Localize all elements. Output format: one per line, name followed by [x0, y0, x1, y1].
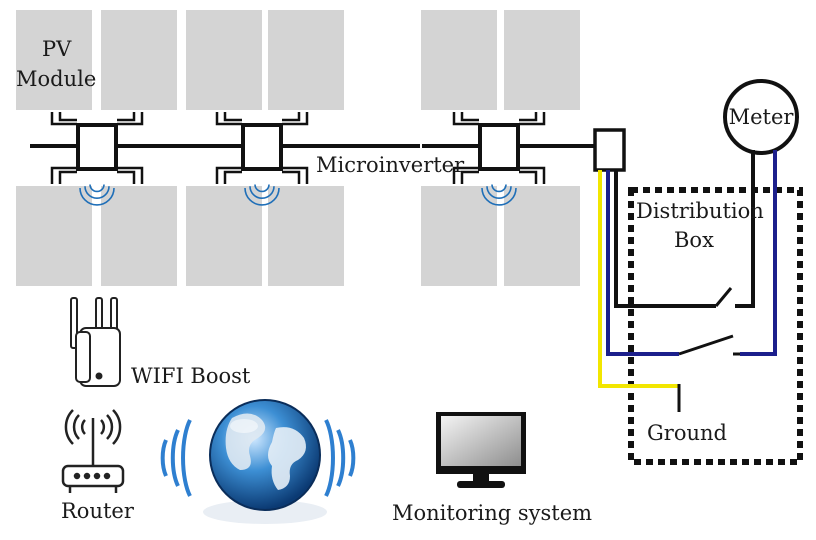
pv-panel — [504, 10, 580, 110]
microinverter-box — [241, 123, 283, 171]
pv-module-label-line2: Module — [16, 67, 96, 91]
pv-panel — [186, 186, 262, 286]
wifi-booster-icon — [70, 297, 121, 387]
microinverter — [50, 112, 144, 206]
pv-panel — [16, 186, 92, 286]
monitoring-system-label: Monitoring system — [392, 501, 592, 525]
distribution-wiring — [598, 150, 777, 412]
connector-wire — [58, 112, 77, 122]
connector-wire — [282, 166, 309, 184]
connector-wire — [117, 112, 144, 126]
wifi-wave-icon — [481, 187, 517, 206]
meter-label: Meter — [729, 105, 795, 129]
pv-panel — [101, 10, 177, 110]
pv-module-label-line1: PV — [42, 37, 72, 61]
pv-panel — [268, 186, 344, 286]
wifi-wave-icon — [84, 186, 110, 199]
wifi-wave-icon — [486, 186, 512, 199]
monitor-icon — [436, 412, 526, 488]
pv-panel — [101, 186, 177, 286]
meter: Meter — [723, 79, 799, 155]
pv-panel — [268, 10, 344, 110]
globe-icon — [203, 399, 327, 524]
connector-wire — [282, 170, 301, 184]
pv-panel — [421, 186, 497, 286]
connector-wire — [223, 170, 242, 184]
connector-wire — [58, 170, 77, 184]
connector-wire — [117, 170, 136, 184]
microinverter — [452, 112, 546, 206]
ground-label: Ground — [647, 421, 727, 445]
pv-panel — [186, 10, 262, 110]
connector-wire — [282, 112, 301, 122]
microinverter-box — [478, 123, 520, 171]
distribution-box-label-line1: Distribution — [636, 199, 764, 223]
connector-wire — [282, 112, 309, 126]
connector-wire — [519, 112, 538, 122]
microinverter-box — [76, 123, 118, 171]
wifi-wave-icon — [249, 186, 275, 199]
connector-wire — [215, 166, 242, 184]
connector-wire — [460, 112, 479, 122]
connector-wire — [117, 166, 144, 184]
pv-panel-array — [16, 10, 580, 286]
microinverter — [215, 112, 309, 206]
router-icon — [61, 409, 125, 493]
wifi-wave-icon — [244, 187, 280, 206]
pv-panel — [16, 10, 92, 110]
connector-wire — [215, 112, 242, 126]
connector-wire — [223, 112, 242, 122]
distribution-box-label-line2: Box — [674, 228, 714, 252]
connector-wire — [519, 166, 546, 184]
pv-panel — [421, 10, 497, 110]
connector-wire — [460, 170, 479, 184]
connector-wire — [50, 166, 77, 184]
microinverter-label: Microinverter — [316, 153, 465, 177]
connector-wire — [117, 112, 136, 122]
microinverter-group — [50, 112, 546, 206]
wifi-wave-icon — [89, 184, 105, 193]
signal-waves-left — [160, 419, 192, 497]
connector-wire — [452, 112, 479, 126]
pv-panel — [504, 186, 580, 286]
connector-wire — [519, 170, 538, 184]
wifi-boost-label: WIFI Boost — [131, 364, 251, 388]
wifi-wave-icon — [254, 184, 270, 193]
signal-waves-right — [324, 419, 356, 497]
wifi-wave-icon — [491, 184, 507, 193]
connector-wire — [519, 112, 546, 126]
connector-wire — [452, 166, 479, 184]
distribution-box — [628, 187, 803, 465]
wifi-wave-icon — [79, 187, 115, 206]
junction-box — [593, 128, 626, 172]
router-label: Router — [61, 499, 135, 523]
connector-wire — [50, 112, 77, 126]
